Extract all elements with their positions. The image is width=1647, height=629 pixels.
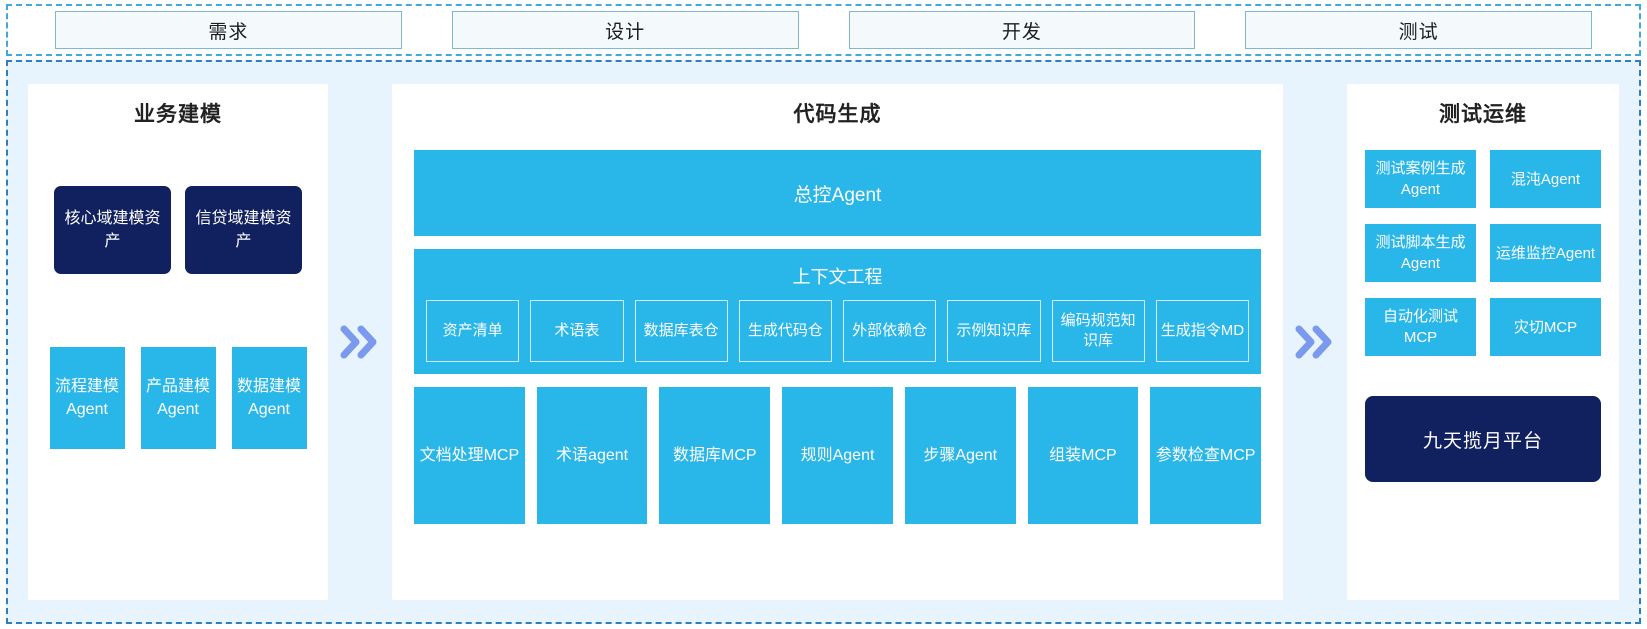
- context-item-example-knowledge-base[interactable]: 示例知识库: [947, 300, 1041, 362]
- tool-box-parameter-check-mcp[interactable]: 参数检查MCP: [1150, 387, 1262, 524]
- context-item-generation-instruction-md[interactable]: 生成指令MD: [1155, 300, 1249, 362]
- context-item-coding-standard-knowledge-base[interactable]: 编码规范知识库: [1051, 300, 1145, 362]
- tool-box-rule-agent[interactable]: 规则Agent: [782, 387, 893, 524]
- asset-box-core-domain[interactable]: 核心域建模资产: [54, 186, 171, 274]
- context-item-generated-code-repo[interactable]: 生成代码仓: [738, 300, 832, 362]
- tool-row: 文档处理MCP 术语agent 数据库MCP 规则Agent 步骤Agent 组…: [414, 387, 1262, 524]
- context-engineering-title: 上下文工程: [792, 267, 883, 287]
- panel-business-modeling: 业务建模 核心域建模资产 信贷域建模资产 流程建模Agent 产品建模Agent…: [28, 84, 328, 600]
- panel-title-business-modeling: 业务建模: [134, 103, 222, 126]
- tool-box-document-processing-mcp[interactable]: 文档处理MCP: [414, 387, 525, 524]
- test-ops-box-disaster-switch-mcp[interactable]: 灾切MCP: [1490, 298, 1601, 356]
- agent-box-process-modeling[interactable]: 流程建模Agent: [49, 347, 125, 449]
- test-ops-box-automation-test-mcp[interactable]: 自动化测试MCP: [1365, 298, 1476, 356]
- context-item-glossary[interactable]: 术语表: [530, 300, 624, 362]
- test-ops-box-test-script-generation-agent[interactable]: 测试脚本生成Agent: [1365, 224, 1476, 282]
- tool-box-assembly-mcp[interactable]: 组装MCP: [1027, 387, 1139, 524]
- context-engineering-block: 上下文工程 资产清单 术语表 数据库表仓 生成代码仓 外部依赖仓 示例知识库 编…: [414, 249, 1261, 374]
- platform-box-jiutian-lanyue[interactable]: 九天揽月平台: [1365, 396, 1601, 482]
- phase-box-development[interactable]: 开发: [848, 11, 1196, 49]
- business-asset-group: 核心域建模资产 信贷域建模资产: [28, 186, 328, 274]
- test-ops-box-test-case-generation-agent[interactable]: 测试案例生成Agent: [1365, 150, 1476, 208]
- chevron-right-icon-1: [328, 84, 392, 600]
- tool-box-database-mcp[interactable]: 数据库MCP: [659, 387, 771, 524]
- main-region: 业务建模 核心域建模资产 信贷域建模资产 流程建模Agent 产品建模Agent…: [6, 60, 1641, 624]
- phase-strip: 需求 设计 开发 测试: [6, 4, 1641, 56]
- test-ops-box-chaos-agent[interactable]: 混沌Agent: [1490, 150, 1601, 208]
- phase-box-requirement[interactable]: 需求: [55, 11, 402, 49]
- panel-code-generation: 代码生成 总控Agent 上下文工程 资产清单 术语表 数据库表仓 生成代码仓 …: [392, 84, 1283, 600]
- tool-box-glossary-agent[interactable]: 术语agent: [536, 387, 648, 524]
- panel-title-test-ops: 测试运维: [1439, 103, 1527, 126]
- agent-box-data-modeling[interactable]: 数据建模Agent: [231, 347, 307, 449]
- context-item-db-table-repo[interactable]: 数据库表仓: [634, 300, 728, 362]
- test-ops-grid: 测试案例生成Agent 混沌Agent 测试脚本生成Agent 运维监控Agen…: [1347, 150, 1619, 356]
- context-item-asset-list[interactable]: 资产清单: [426, 300, 520, 362]
- business-agent-group: 流程建模Agent 产品建模Agent 数据建模Agent: [28, 347, 328, 449]
- tool-box-step-agent[interactable]: 步骤Agent: [904, 387, 1016, 524]
- test-ops-box-ops-monitoring-agent[interactable]: 运维监控Agent: [1490, 224, 1601, 282]
- panel-test-ops: 测试运维 测试案例生成Agent 混沌Agent 测试脚本生成Agent 运维监…: [1347, 84, 1619, 600]
- panel-title-code-generation: 代码生成: [793, 103, 882, 126]
- master-control-agent-bar[interactable]: 总控Agent: [414, 150, 1261, 236]
- agent-box-product-modeling[interactable]: 产品建模Agent: [140, 347, 216, 449]
- context-item-external-dependency-repo[interactable]: 外部依赖仓: [843, 300, 937, 362]
- phase-box-design[interactable]: 设计: [451, 11, 799, 49]
- asset-box-credit-domain[interactable]: 信贷域建模资产: [185, 186, 302, 274]
- chevron-right-icon-2: [1283, 84, 1347, 600]
- phase-box-testing[interactable]: 测试: [1245, 11, 1592, 49]
- context-item-row: 资产清单 术语表 数据库表仓 生成代码仓 外部依赖仓 示例知识库 编码规范知识库…: [426, 300, 1249, 362]
